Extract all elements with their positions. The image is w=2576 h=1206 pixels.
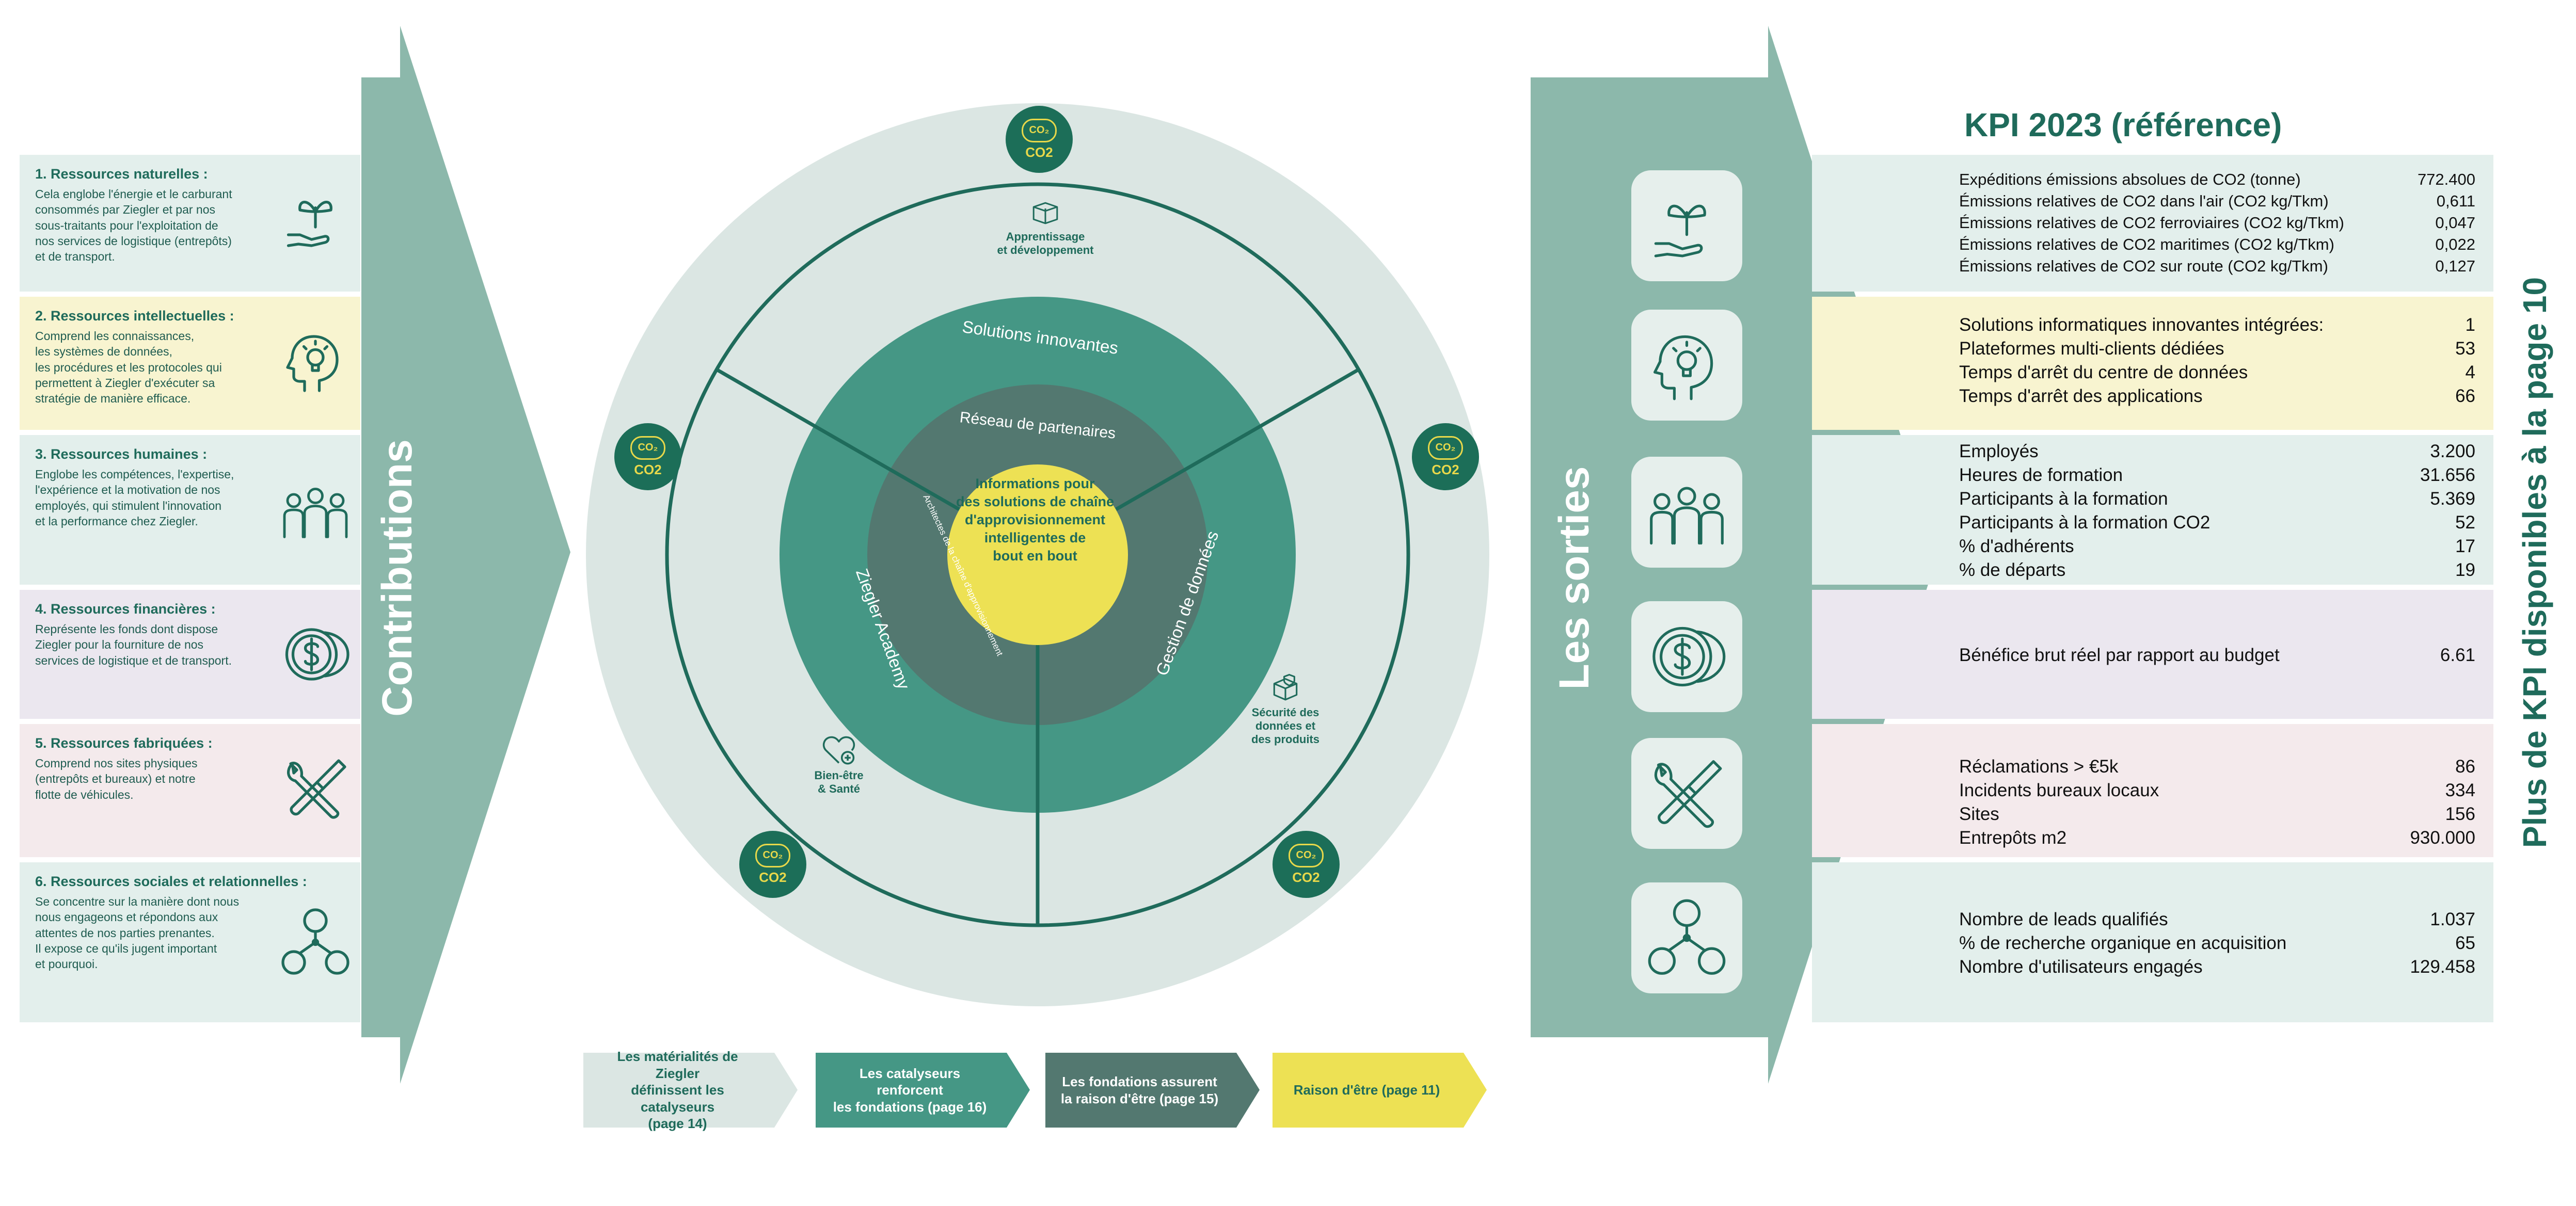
resource-description: Comprend nos sites physiques(entrepôts e…	[35, 757, 198, 801]
resource-financial: 4. Ressources financières : Représente l…	[20, 590, 360, 719]
kpi-box-co2	[1812, 155, 2493, 292]
resource-manufactured: 5. Ressources fabriquées : Comprend nos …	[20, 724, 360, 857]
chevron-shapes	[583, 1053, 1487, 1128]
output-icon-tile	[1631, 601, 1742, 712]
output-icon-tile	[1631, 882, 1742, 993]
sorties-label: Les sorties	[1551, 466, 1598, 690]
kpi-box-social	[1812, 862, 2493, 1022]
kpi-row: Émissions relatives de CO2 dans l'air (C…	[1959, 192, 2475, 210]
network-people-icon	[1648, 899, 1726, 975]
kpi-title: KPI 2023 (référence)	[1964, 106, 2282, 143]
head-lightbulb-icon	[286, 335, 339, 392]
output-icon-tile	[1631, 310, 1742, 421]
value-creation-wheel	[586, 103, 1489, 1006]
co2-badge: CO₂ CO2	[614, 423, 681, 490]
output-icon-tile	[1631, 738, 1742, 849]
contributions-label: Contributions	[374, 439, 421, 717]
kpi-row: Émissions relatives de CO2 ferroviaires …	[1959, 214, 2475, 232]
network-people-icon	[281, 908, 349, 975]
co2-cloud-icon: CO₂	[1428, 436, 1463, 460]
plant-hand-icon	[1654, 204, 1706, 258]
chevron-raison-d-etre[interactable]: Raison d'être (page 11)	[1293, 1082, 1440, 1098]
people-group-icon	[1650, 487, 1724, 545]
resource-social: 6. Ressources sociales et relationnelles…	[20, 862, 360, 1022]
shield-box-icon	[1273, 673, 1298, 701]
resource-description: Comprend les connaissances,les systèmes …	[35, 329, 222, 406]
heart-plus-icon	[822, 736, 855, 765]
plant-hand-icon	[287, 201, 332, 247]
co2-badge: CO₂ CO2	[739, 831, 806, 898]
dollar-coin-icon	[285, 628, 349, 681]
more-kpi-note[interactable]: Plus de KPI disponibles à la page 10	[2516, 277, 2553, 848]
label-bienetre: Bien-être& Santé	[798, 733, 880, 796]
tools-icon	[287, 759, 346, 819]
co2-badge: CO₂ CO2	[1412, 423, 1479, 490]
kpi-box-it	[1812, 297, 2493, 430]
contributions-arrow	[361, 26, 570, 1084]
co2-cloud-icon: CO₂	[755, 843, 790, 867]
resource-human: 3. Ressources humaines : Englobe les com…	[20, 435, 360, 585]
head-lightbulb-icon	[1653, 335, 1713, 400]
resource-description: Englobe les compétences, l'expertise,l'e…	[35, 468, 234, 528]
kpi-row: Solutions informatiques innovantes intég…	[1959, 315, 2475, 335]
co2-badge: CO₂ CO2	[1006, 106, 1073, 173]
resource-title: 5. Ressources fabriquées :	[35, 735, 213, 751]
dollar-coin-icon	[1652, 626, 1726, 687]
kpi-row: Expéditions émissions absolues de CO2 (t…	[1959, 170, 2475, 188]
output-icon-tile	[1631, 170, 1742, 281]
resource-title: 2. Ressources intellectuelles :	[35, 308, 234, 324]
kpi-box-finance	[1812, 590, 2493, 719]
kpi-box-sites	[1812, 724, 2493, 857]
resource-intellectual: 2. Ressources intellectuelles : Comprend…	[20, 297, 360, 430]
resource-title: 1. Ressources naturelles :	[35, 166, 208, 182]
tools-icon	[1654, 760, 1722, 828]
kpi-box-people	[1812, 435, 2493, 585]
co2-cloud-icon: CO₂	[1022, 118, 1057, 142]
resource-title: 6. Ressources sociales et relationnelles…	[35, 874, 307, 889]
co2-badge: CO₂ CO2	[1273, 831, 1340, 898]
kpi-row: Émissions relatives de CO2 maritimes (CO…	[1959, 235, 2475, 253]
resource-title: 4. Ressources financières :	[35, 601, 216, 617]
kpi-row: Émissions relatives de CO2 sur route (CO…	[1959, 257, 2475, 275]
resource-natural: 1. Ressources naturelles : Cela englobe …	[20, 155, 360, 292]
kpi-row: Bénéfice brut réel par rapport au budget…	[1959, 645, 2475, 665]
resource-title: 3. Ressources humaines :	[35, 446, 208, 462]
output-icon-tile	[1631, 457, 1742, 568]
co2-cloud-icon: CO₂	[630, 436, 665, 460]
book-icon	[1032, 202, 1058, 224]
people-group-icon	[283, 488, 348, 538]
co2-cloud-icon: CO₂	[1289, 843, 1324, 867]
